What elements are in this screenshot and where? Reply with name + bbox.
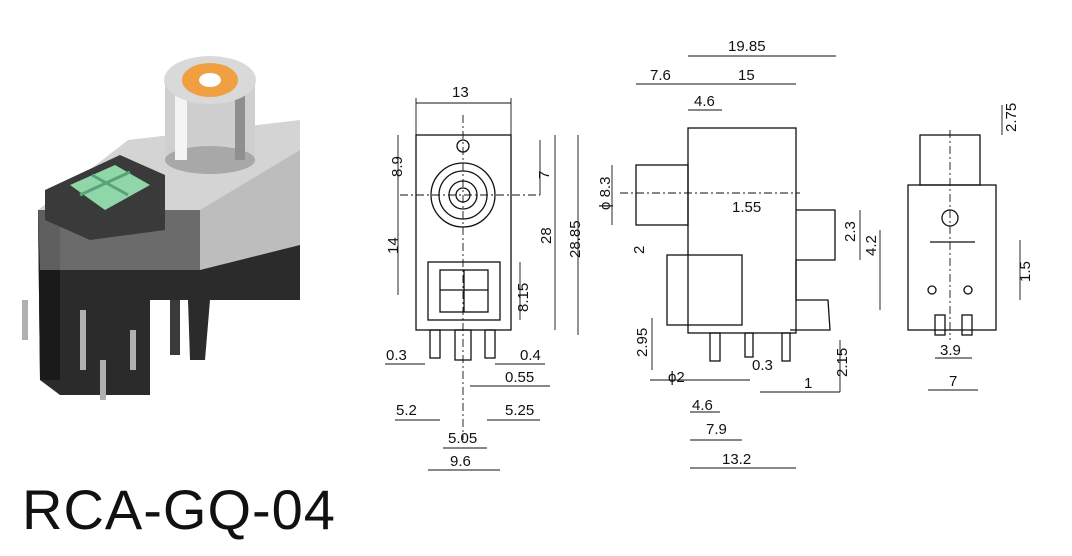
side-dim-1-55: 1.55 — [732, 199, 761, 216]
front-dim-0-55: 0.55 — [505, 369, 534, 386]
side-dim-phi-8-3: ϕ 8.3 — [597, 177, 614, 210]
front-dim-9-6: 9.6 — [450, 453, 471, 470]
side-dim-2-95: 2.95 — [634, 328, 651, 357]
rear-dim-2-75: 2.75 — [1003, 103, 1020, 132]
side-view-drawing — [611, 55, 881, 469]
component-photo — [22, 56, 300, 400]
side-dim-1: 1 — [804, 375, 812, 392]
front-dim-8-9: 8.9 — [389, 156, 406, 177]
front-dim-28-85: 28.85 — [567, 220, 584, 258]
side-dim-7-9: 7.9 — [706, 421, 727, 438]
side-dim-2-15: 2.15 — [834, 348, 851, 377]
side-dim-0-3: 0.3 — [752, 357, 773, 374]
rear-view-drawing — [907, 105, 1021, 391]
rear-dim-3-9: 3.9 — [940, 342, 961, 359]
rear-view-dimensions: 2.75 1.5 3.9 7 — [940, 103, 1034, 390]
front-dim-5-05: 5.05 — [448, 430, 477, 447]
front-dim-28: 28 — [538, 227, 555, 244]
side-dim-2: 2 — [631, 246, 648, 254]
side-dim-4-6-bottom: 4.6 — [692, 397, 713, 414]
front-dim-8-15: 8.15 — [515, 283, 532, 312]
side-dim-4-6-top: 4.6 — [694, 93, 715, 110]
side-dim-4-2: 4.2 — [863, 235, 880, 256]
side-dim-13-2: 13.2 — [722, 451, 751, 468]
side-dim-19-85: 19.85 — [728, 38, 766, 55]
side-view-dimensions: 19.85 7.6 15 4.6 ϕ 8.3 1.55 2 2.3 4.2 2.… — [597, 38, 880, 468]
front-view-dimensions: 13 8.9 7 14 28 28.85 8.15 0.3 0.4 0.55 5… — [385, 84, 584, 470]
model-name-label: RCA-GQ-04 — [22, 478, 336, 541]
front-dim-0-4: 0.4 — [520, 347, 541, 364]
front-dim-0-3: 0.3 — [386, 347, 407, 364]
rear-dim-7: 7 — [949, 373, 957, 390]
front-dim-14: 14 — [385, 237, 402, 254]
front-dim-5-25: 5.25 — [505, 402, 534, 419]
rear-dim-1-5: 1.5 — [1017, 261, 1034, 282]
front-dim-7: 7 — [536, 171, 553, 179]
front-dim-13: 13 — [452, 84, 469, 101]
side-dim-phi-2: ϕ2 — [668, 369, 685, 386]
side-dim-7-6: 7.6 — [650, 67, 671, 84]
side-dim-2-3: 2.3 — [842, 221, 859, 242]
front-dim-5-2: 5.2 — [396, 402, 417, 419]
front-view-drawing — [385, 98, 579, 471]
side-dim-15: 15 — [738, 67, 755, 84]
